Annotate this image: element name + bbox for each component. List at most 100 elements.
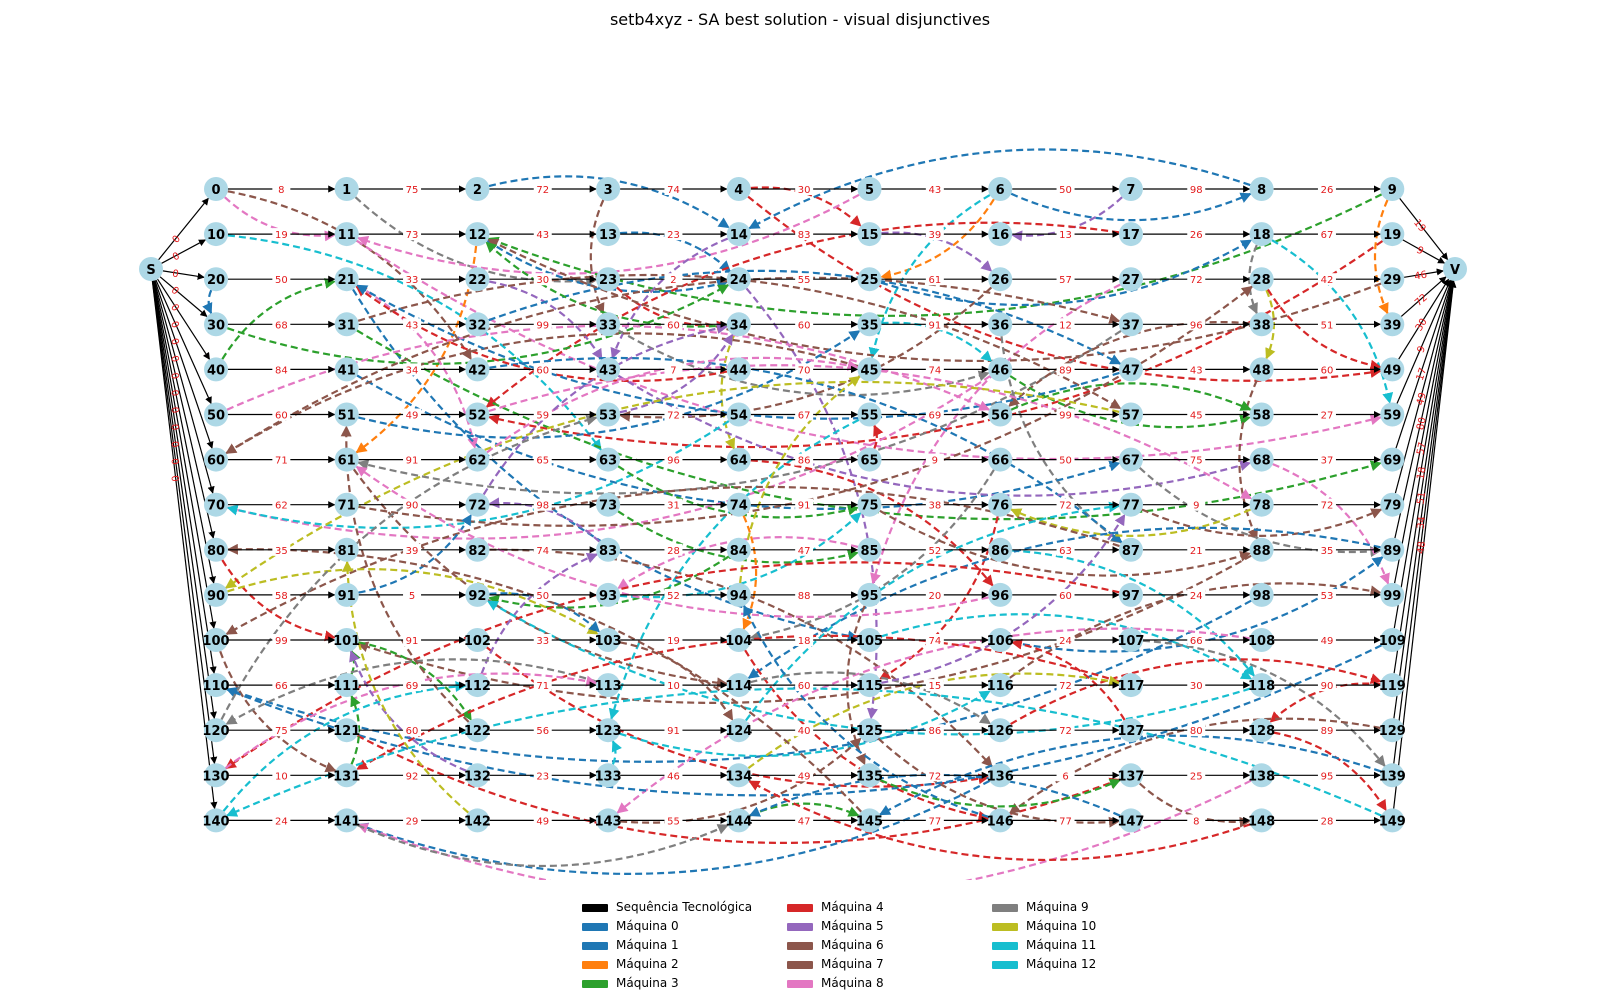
weight-label-bg — [533, 273, 552, 286]
source-weight-label: 0 — [168, 423, 180, 431]
operation-node-circle — [988, 808, 1013, 833]
arc-weight-label: 72 — [1059, 681, 1072, 692]
disjunctive-arc — [225, 485, 1120, 636]
operation-node-label: 93 — [599, 589, 617, 604]
operation-node-label: 10 — [207, 228, 225, 243]
weight-label-bg — [1056, 543, 1075, 556]
sink-weight-label: 9 — [1416, 344, 1429, 354]
operation-node-label: 48 — [1253, 363, 1271, 378]
weight-label-bg — [664, 724, 683, 737]
arc-weight-label: 72 — [1059, 726, 1072, 737]
operation-node-circle — [1118, 447, 1143, 472]
arc-weight-label: 91 — [798, 501, 811, 512]
disjunctive-arc — [616, 627, 1250, 814]
operation-node-circle — [857, 628, 882, 652]
weight-label-bg — [1187, 588, 1206, 601]
weight-label-bg — [1317, 228, 1336, 241]
operation-node-circle — [1380, 312, 1405, 337]
operation-node-circle — [726, 357, 751, 382]
arc-weight-label: 8 — [1193, 816, 1199, 827]
disjunctive-arc — [225, 332, 859, 455]
operation-node-circle — [204, 357, 228, 382]
operation-node-label: 54 — [730, 409, 748, 424]
operation-node-circle — [596, 537, 621, 562]
operation-node-label: 69 — [1383, 454, 1401, 469]
source-weight-label: 0 — [168, 337, 180, 347]
weight-label-bg — [1056, 769, 1075, 782]
legend-swatch — [787, 922, 813, 931]
source-weight-label: 0 — [168, 389, 180, 397]
weight-label-bg — [925, 318, 944, 331]
legend-swatch — [582, 903, 608, 912]
disjunctive-arc — [1138, 466, 1382, 558]
operation-node-circle — [1380, 447, 1405, 472]
weight-label-bg — [1187, 634, 1206, 646]
arc-weight-label: 60 — [1321, 365, 1334, 376]
weight-label-bg — [795, 318, 814, 331]
weight-label-bg — [272, 498, 291, 511]
technological-arc — [152, 280, 216, 584]
operation-node-label: 142 — [464, 814, 491, 829]
legend-swatch — [582, 979, 608, 988]
weight-label-bg — [1317, 273, 1336, 286]
operation-node-circle — [465, 222, 490, 247]
arc-weight-label: 30 — [798, 185, 811, 196]
technological-arc — [1399, 198, 1449, 261]
arc-weight-label: 26 — [1190, 230, 1203, 241]
arc-weight-label: 19 — [275, 230, 288, 241]
operation-node-circle — [1118, 402, 1143, 427]
disjunctive-arc — [745, 287, 878, 720]
legend-swatch — [787, 941, 813, 950]
weight-label-bg — [1056, 408, 1075, 421]
weight-label-bg — [272, 679, 291, 692]
operation-node-circle — [204, 673, 228, 698]
source-weight-label: 0 — [168, 441, 180, 449]
operation-node-label: 123 — [595, 724, 622, 739]
operation-node-label: 20 — [207, 273, 225, 288]
operation-node-label: 60 — [207, 454, 225, 469]
operation-node-circle — [988, 402, 1013, 427]
disjunctive-arc — [1266, 288, 1382, 371]
arc-weight-label: 95 — [1321, 771, 1334, 782]
weight-label-bg — [1187, 408, 1206, 421]
disjunctive-arc — [589, 199, 605, 315]
operation-node-label: 119 — [1379, 679, 1406, 694]
disjunctive-arc — [1010, 658, 1382, 726]
disjunctive-arc — [352, 468, 728, 689]
operation-node-label: 121 — [333, 724, 360, 739]
operation-node-circle — [857, 312, 882, 337]
operation-node-label: 27 — [1122, 273, 1140, 288]
arc-weight-label: 42 — [1321, 275, 1334, 286]
legend-label: Máquina 7 — [821, 957, 884, 971]
operation-node-label: 87 — [1122, 544, 1140, 559]
operation-node-circle — [465, 628, 490, 652]
arc-weight-label: 67 — [1321, 230, 1334, 241]
weight-label-bg — [272, 588, 291, 601]
weight-label-bg — [925, 273, 944, 286]
weight-label-bg — [925, 588, 944, 601]
operation-node-label: 118 — [1248, 679, 1275, 694]
arc-weight-label: 62 — [275, 501, 288, 512]
operation-node-circle — [726, 537, 751, 562]
operation-node-label: 55 — [860, 409, 878, 424]
disjunctive-arc — [488, 240, 1384, 449]
operation-node-label: 44 — [730, 363, 748, 378]
legend-label: Máquina 11 — [1026, 938, 1097, 952]
arc-weight-label: 12 — [1059, 320, 1072, 331]
operation-node-circle — [988, 537, 1013, 562]
operation-node-label: 111 — [333, 679, 360, 694]
source-weight-label: 0 — [168, 372, 180, 381]
arc-weight-label: 23 — [667, 230, 680, 241]
operation-node-circle — [726, 808, 751, 833]
disjunctive-arc — [226, 644, 1382, 797]
weight-label-bg — [1187, 183, 1206, 195]
operation-node-label: 116 — [987, 679, 1014, 694]
technological-arc — [162, 270, 205, 280]
disjunctive-arc — [340, 425, 470, 723]
operation-node-circle — [334, 582, 359, 607]
weight-label-bg — [403, 543, 422, 556]
disjunctive-arc — [880, 239, 1253, 306]
legend-label: Sequência Tecnológica — [616, 900, 753, 914]
operation-node-circle — [988, 673, 1013, 698]
